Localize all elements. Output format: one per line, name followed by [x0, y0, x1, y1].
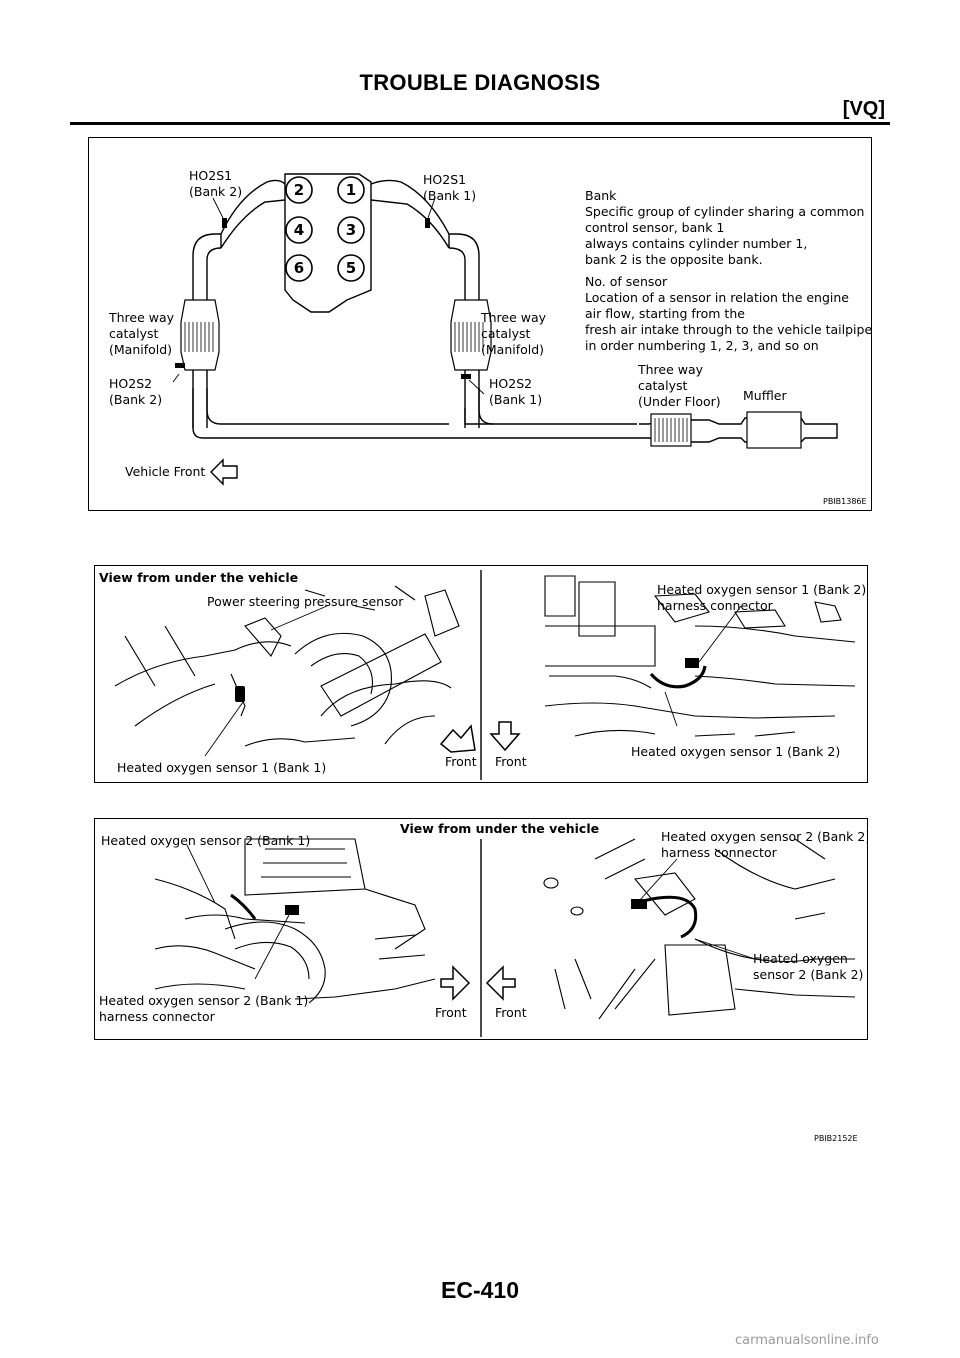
cat-right-label: Three way	[480, 310, 547, 325]
page-number: EC-410	[441, 1277, 519, 1303]
catalyst-shapes	[180, 299, 802, 449]
ho2s1-bank1-label: (Bank 1)	[423, 188, 476, 203]
cat-right-label: (Manifold)	[481, 342, 544, 357]
ho2s2-bank1-connector-label: Heated oxygen sensor 2 (Bank 1)	[99, 993, 308, 1008]
front-arrow-icon	[440, 965, 471, 1001]
left-under-vehicle-sketch	[114, 585, 460, 747]
sensor-markers	[175, 218, 471, 379]
sensor-note: air flow, starting from the	[585, 306, 745, 321]
ho2s1-bank2-label: (Bank 2)	[189, 184, 242, 199]
ho2s2-bank1-label: HO2S2	[489, 376, 532, 391]
right-under-vehicle-sketch	[543, 838, 856, 1020]
cat-under-label: Three way	[637, 362, 704, 377]
ho2s1-bank2-label: Heated oxygen sensor 1 (Bank 2)	[631, 744, 840, 759]
watermark: carmanualsonline.info	[735, 1333, 879, 1348]
ho2s2-bank2-label: sensor 2 (Bank 2)	[753, 967, 863, 982]
ho2s2-bank1-connector-label: harness connector	[99, 1009, 216, 1024]
sensor-note: No. of sensor	[585, 274, 668, 289]
view-title: View from under the vehicle	[400, 821, 599, 836]
muffler-label: Muffler	[743, 388, 787, 403]
front-label: Front	[495, 1005, 527, 1020]
bank-note: bank 2 is the opposite bank.	[585, 252, 763, 267]
ho2s1-bank2-connector-label: harness connector	[657, 598, 774, 613]
figure-code: PBIB1386E	[823, 497, 867, 506]
exhaust-layout-figure: 2 1 4 3 6 5 HO2S1 (Bank 2) HO2S1 (Bank 1…	[88, 137, 872, 511]
front-label: Front	[495, 754, 527, 769]
ho2s1-bank2-label: HO2S1	[189, 168, 232, 183]
cat-left-label: (Manifold)	[109, 342, 172, 357]
cat-left-label: catalyst	[109, 326, 158, 341]
ho2s2-bank2-label: (Bank 2)	[109, 392, 162, 407]
right-under-vehicle-sketch	[544, 575, 856, 737]
section-tag: [VQ]	[842, 98, 885, 120]
cylinder-label: 3	[346, 221, 356, 239]
front-arrow-icon	[485, 965, 516, 1001]
front-label: Front	[435, 1005, 467, 1020]
bank-note: Bank	[585, 188, 617, 203]
header-rule	[70, 122, 890, 125]
cat-under-label: (Under Floor)	[638, 394, 721, 409]
ho2s2-bank1-label: (Bank 1)	[489, 392, 542, 407]
ho2s1-bank2-connector-label: Heated oxygen sensor 1 (Bank 2)	[657, 582, 866, 597]
cylinder-label: 4	[294, 221, 304, 239]
sensor-note: fresh air intake through to the vehicle …	[585, 322, 871, 337]
front-label: Front	[445, 754, 477, 769]
bank-note: Specific group of cylinder sharing a com…	[585, 204, 864, 219]
cat-under-label: catalyst	[638, 378, 687, 393]
bank-note: control sensor, bank 1	[585, 220, 724, 235]
ho2s1-bank1-label: HO2S1	[423, 172, 466, 187]
front-arrow-icon	[439, 724, 476, 753]
ho2s1-bank1-label: Heated oxygen sensor 1 (Bank 1)	[117, 760, 326, 775]
sensor-note: Location of a sensor in relation the eng…	[585, 290, 849, 305]
ho2s1-location-drawing: View from under the vehicle Power steeri…	[99, 570, 866, 780]
left-under-vehicle-sketch	[154, 838, 436, 1004]
sensor-note: in order numbering 1, 2, 3, and so on	[585, 338, 819, 353]
bank-note: always contains cylinder number 1,	[585, 236, 807, 251]
ho2s2-location-figure: View from under the vehicle Heated oxyge…	[94, 818, 868, 1040]
ho2s1-location-figure: View from under the vehicle Power steeri…	[94, 565, 868, 783]
view-title: View from under the vehicle	[99, 570, 298, 585]
ho2s2-bank1-label: Heated oxygen sensor 2 (Bank 1)	[101, 833, 310, 848]
cat-right-label: catalyst	[481, 326, 530, 341]
page-title: TROUBLE DIAGNOSIS	[359, 70, 601, 95]
ho2s2-bank2-connector-label: Heated oxygen sensor 2 (Bank 2)	[661, 829, 867, 844]
exhaust-layout-diagram: 2 1 4 3 6 5 HO2S1 (Bank 2) HO2S1 (Bank 1…	[108, 168, 871, 506]
ho2s2-bank2-label: Heated oxygen	[753, 951, 848, 966]
cylinder-label: 1	[346, 181, 356, 199]
cylinder-circles	[285, 176, 365, 282]
ho2s2-bank2-connector-label: harness connector	[661, 845, 778, 860]
cylinder-label: 6	[294, 259, 304, 277]
front-arrow-icon	[210, 458, 238, 486]
vehicle-front-label: Vehicle Front	[125, 464, 205, 479]
cylinder-label: 2	[294, 181, 304, 199]
ho2s1-bank1-marker	[235, 686, 245, 702]
figure-code: PBIB2152E	[814, 1134, 858, 1143]
cylinder-label: 5	[346, 259, 356, 277]
catalyst-hatching	[184, 322, 688, 442]
ps-sensor-label: Power steering pressure sensor	[207, 594, 404, 609]
ho2s2-location-drawing: View from under the vehicle Heated oxyge…	[99, 821, 867, 1037]
ho2s2-bank2-label: HO2S2	[109, 376, 152, 391]
front-arrow-icon	[489, 721, 521, 752]
cat-left-label: Three way	[108, 310, 175, 325]
